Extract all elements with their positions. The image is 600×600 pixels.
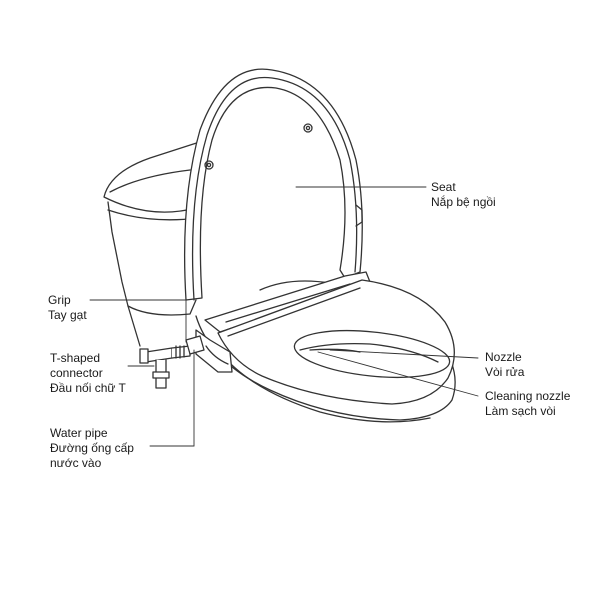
t-connector-label: T-shaped connector Đầu nối chữ T [50, 351, 126, 395]
seat-lid [183, 68, 363, 301]
nozzle-label: Nozzle Vòi rửa [485, 350, 525, 379]
grip-label: Grip Tay gạt [48, 293, 87, 322]
t-shaped-connector [139, 345, 191, 389]
water-pipe-label: Water pipe Đường ống cấp nước vào [50, 426, 134, 470]
grip [185, 335, 205, 355]
hinge-bar [204, 271, 371, 333]
leader-lines [89, 186, 479, 447]
seat-label: Seat Nắp bệ ngồi [431, 180, 496, 209]
cleaning-nozzle-label: Cleaning nozzle Làm sạch vòi [485, 389, 571, 418]
side-unit [195, 329, 233, 373]
